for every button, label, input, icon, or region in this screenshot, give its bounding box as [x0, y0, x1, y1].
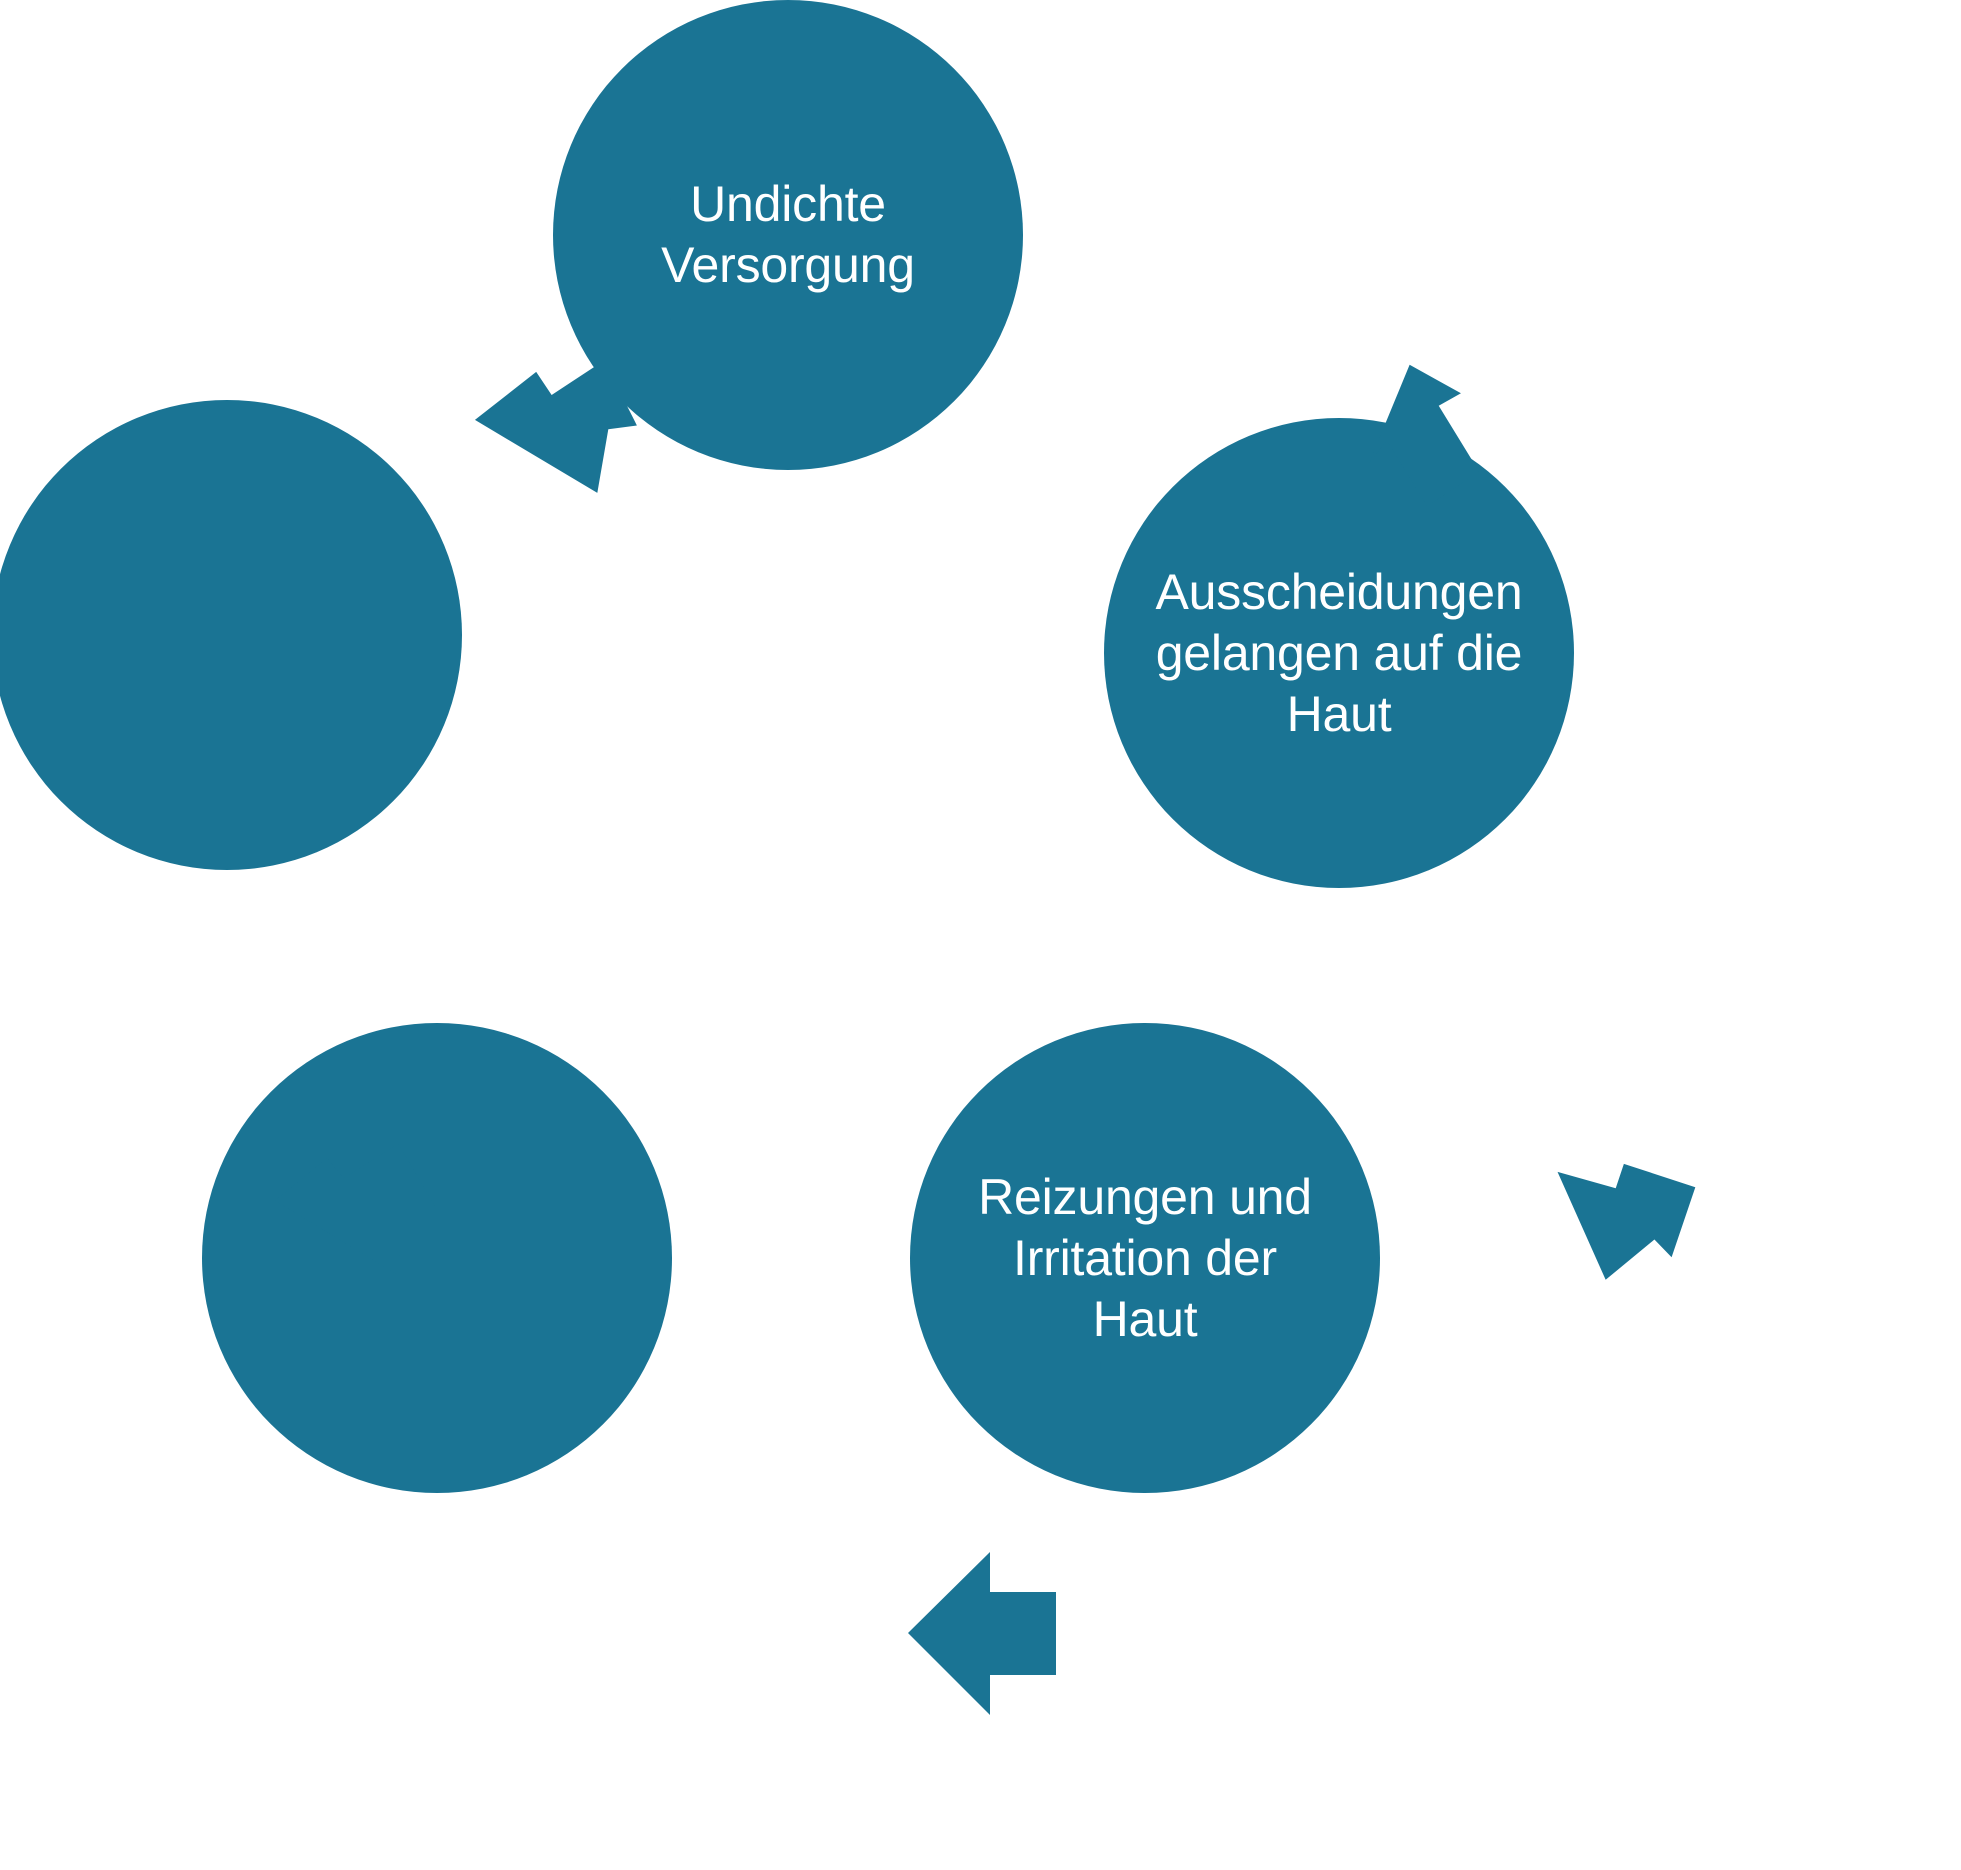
arrow-up-right-icon: [265, 1143, 465, 1345]
cycle-node-bottom-right[interactable]: Reizungen und Irritation der Haut: [910, 1023, 1380, 1493]
arrow-down-right-icon: [1290, 364, 1490, 550]
cycle-node-top-label: Undichte Versorgung: [661, 176, 915, 293]
cycle-node-top[interactable]: Undichte Versorgung: [553, 0, 1023, 470]
cycle-node-bottom-right-label: Reizungen und Irritation der Haut: [978, 1168, 1312, 1347]
arrow-down-left-icon: [1510, 1145, 1710, 1335]
cycle-node-left[interactable]: [0, 400, 462, 870]
arrow-up-right-icon-2: [470, 360, 660, 560]
arrow-left-icon: [890, 1530, 1120, 1730]
cycle-node-right-label: Ausscheidungen gelangen auf die Haut: [1155, 563, 1523, 742]
cycle-node-right[interactable]: Ausscheidungen gelangen auf die Haut: [1104, 418, 1574, 888]
cycle-node-bottom-left[interactable]: [202, 1023, 672, 1493]
